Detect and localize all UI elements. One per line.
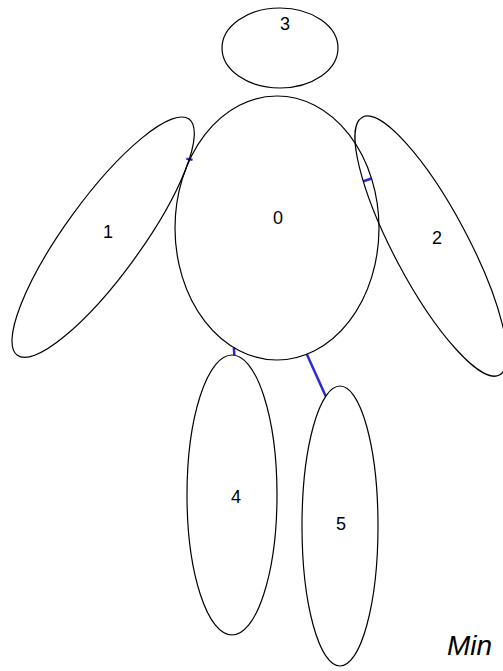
joint-line (307, 354, 326, 396)
ellipse (0, 97, 220, 378)
joint-line (363, 179, 371, 182)
ellipse (302, 386, 378, 666)
part-number: 5 (336, 515, 346, 533)
ellipse-outline (355, 116, 503, 376)
body-part-ellipse: 4 (187, 355, 277, 635)
ellipse-outline (175, 96, 379, 360)
part-number: 2 (432, 229, 442, 247)
body-part-ellipse: 0 (175, 96, 379, 360)
body-part-ellipse: 3 (222, 8, 338, 88)
part-number: 4 (231, 488, 241, 506)
ellipse (175, 96, 379, 360)
joint-connector (307, 354, 326, 396)
part-number: 3 (280, 15, 290, 33)
body-part-ellipse: 2 (355, 116, 503, 376)
part-number: 1 (103, 223, 113, 241)
caption-fragment: Min (447, 632, 492, 660)
ellipse (187, 355, 277, 635)
part-number: 0 (273, 209, 283, 227)
body-part-ellipse: 1 (12, 117, 194, 357)
body-part-ellipse: 5 (302, 386, 378, 666)
ellipse (330, 100, 503, 393)
joint-connector (363, 179, 371, 182)
ellipse (222, 8, 338, 88)
